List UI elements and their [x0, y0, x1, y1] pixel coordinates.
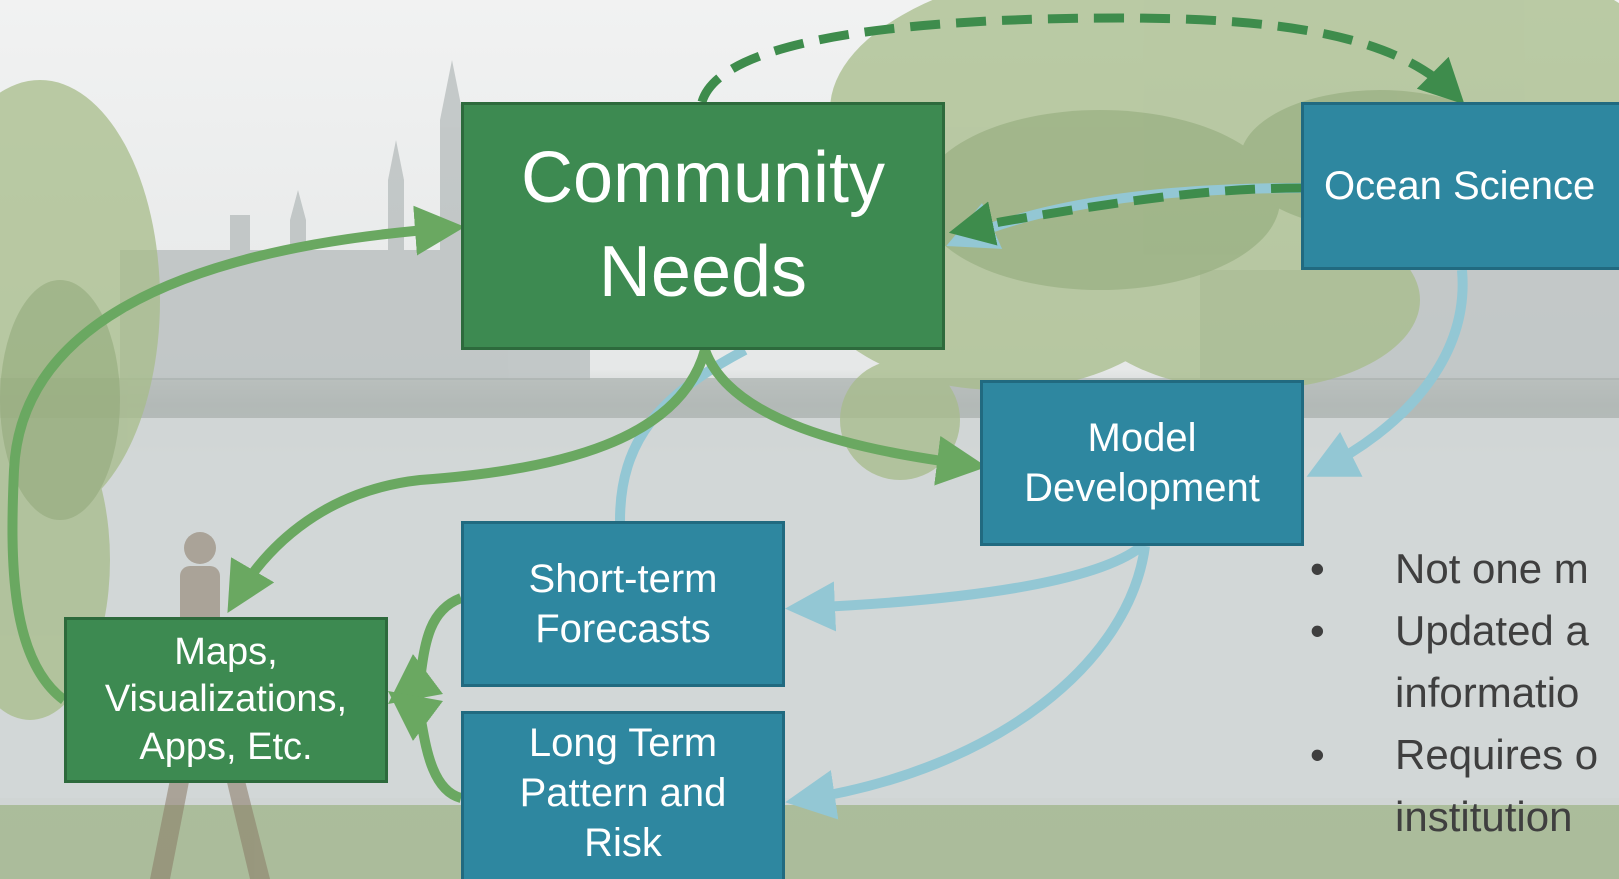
bullet-continuation: informatio	[1395, 669, 1580, 716]
bullet-list: • Not one m • Updated a informatio • Req…	[1310, 538, 1598, 848]
long-term-pattern-risk-box: Long Term Pattern and Risk	[461, 711, 785, 879]
bullet-text: Requires o	[1395, 731, 1599, 778]
short-term-forecasts-box: Short-term Forecasts	[461, 521, 785, 687]
bullet-marker: •	[1310, 731, 1325, 778]
bullet-marker: •	[1310, 545, 1325, 592]
arrow-long-to-maps	[388, 691, 463, 803]
arrow-model-to-long	[785, 545, 1150, 820]
ocean-science-box: Ocean Science	[1301, 102, 1619, 270]
model-development-box: Model Development	[980, 380, 1304, 546]
arrow-ocean-to-model	[1306, 269, 1468, 477]
arrow-community-to-maps	[227, 348, 710, 613]
arrow-community-to-ocean-dashed	[697, 13, 1465, 105]
bullet-text: Updated a	[1395, 607, 1589, 654]
bullet-marker: •	[1310, 607, 1325, 654]
arrow-maps-to-community	[7, 205, 465, 705]
bullet-item: • Not one m	[1310, 538, 1598, 600]
arrow-community-to-model	[700, 348, 987, 486]
bullet-continuation: institution	[1395, 793, 1573, 840]
arrow-model-to-short	[785, 542, 1146, 632]
community-needs-box: Community Needs	[461, 102, 945, 350]
bullet-item: • Updated a informatio	[1310, 600, 1598, 724]
arrow-ocean-to-community-blue	[946, 183, 1302, 249]
arrow-short-to-maps	[388, 593, 464, 704]
bullet-item: • Requires o institution	[1310, 724, 1598, 848]
maps-visualizations-box: Maps, Visualizations, Apps, Etc.	[64, 617, 388, 783]
bullet-text: Not one m	[1395, 545, 1589, 592]
shoreline	[0, 378, 1619, 418]
arrow-ocean-to-community-dashed	[948, 183, 1302, 246]
